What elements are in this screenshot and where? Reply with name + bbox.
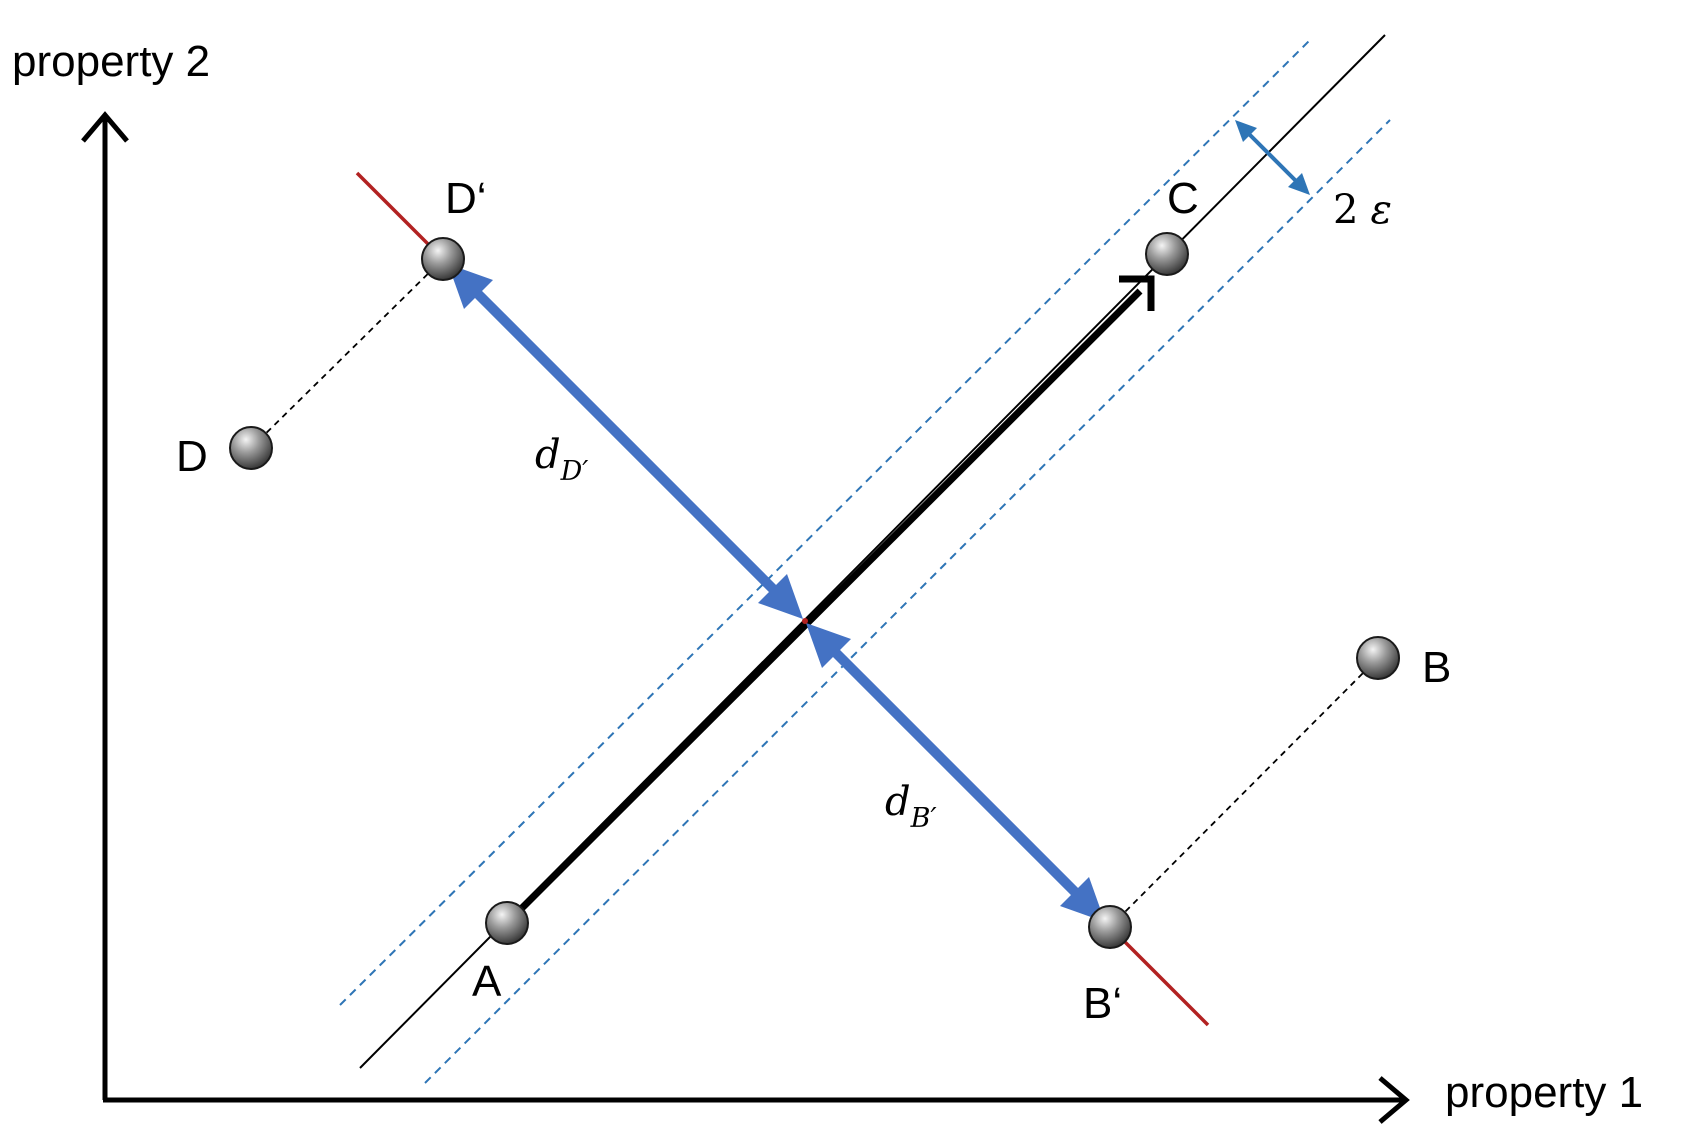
epsilon-arrow-head-bottom — [1288, 173, 1310, 195]
distance-arrow-d-head-bottom — [758, 574, 803, 619]
label-d-prime: D‘ — [445, 174, 487, 223]
distance-arrow-b-shaft — [831, 648, 1081, 898]
distance-arrow-b-head-bottom — [1060, 877, 1105, 922]
point-a — [485, 901, 529, 945]
epsilon-arrow-shaft — [1243, 128, 1302, 187]
epsilon-factor: 2 — [1333, 187, 1358, 233]
distance-label-b-base: d — [885, 779, 911, 825]
label-b: B — [1422, 643, 1451, 692]
projection-dashed-d — [250, 258, 444, 449]
point-d — [229, 426, 273, 470]
distance-arrow-d-head-top — [448, 264, 493, 309]
main-vector — [505, 288, 1143, 925]
distance-arrow-d-shaft — [472, 288, 780, 596]
y-axis-label: property 2 — [12, 37, 210, 86]
perpendicular-line-lower — [1108, 925, 1210, 1027]
y-axis-arrowhead — [81, 111, 129, 143]
x-axis-arrowhead — [1378, 1076, 1410, 1124]
epsilon-arrow-head-top — [1235, 120, 1257, 142]
point-b — [1356, 636, 1400, 680]
x-axis-label: property 1 — [1445, 1068, 1643, 1117]
point-d-prime — [421, 237, 465, 281]
label-a: A — [472, 957, 502, 1006]
distance-label-d-base: d — [535, 432, 561, 478]
point-b-prime — [1088, 905, 1132, 949]
label-b-prime: B‘ — [1083, 979, 1122, 1028]
epsilon-band-lower — [424, 119, 1391, 1084]
projection-dashed-b — [1109, 657, 1379, 928]
label-d: D — [176, 432, 208, 481]
distance-arrow-b-head-top — [806, 623, 851, 668]
intersection-point — [802, 618, 808, 624]
epsilon-symbol: ε — [1370, 187, 1391, 233]
main-vector-arrowhead — [1119, 275, 1155, 311]
point-c — [1145, 232, 1189, 276]
distance-label-d-sub: D′ — [560, 456, 589, 487]
distance-label-b: dB′ — [885, 779, 937, 834]
distance-label-d: dD′ — [535, 432, 588, 487]
epsilon-band-upper — [339, 39, 1311, 1006]
distance-label-b-sub: B′ — [910, 803, 937, 834]
label-c: C — [1167, 174, 1199, 223]
